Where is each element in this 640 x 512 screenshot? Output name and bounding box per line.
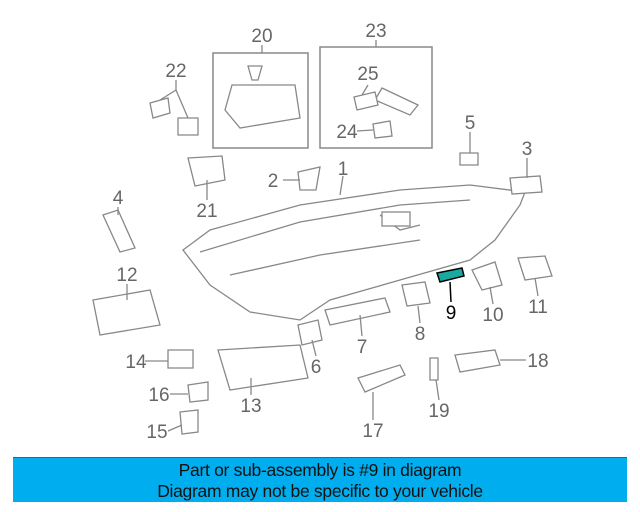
part-20-clip[interactable]	[247, 65, 263, 81]
part-21[interactable]	[187, 155, 226, 187]
callout-15: 15	[146, 422, 167, 443]
part-23[interactable]	[374, 87, 420, 116]
part-10[interactable]	[471, 261, 503, 291]
callout-23: 23	[365, 21, 386, 42]
callout-20: 20	[251, 26, 272, 47]
part-14[interactable]	[167, 349, 194, 369]
part-4[interactable]	[102, 209, 136, 253]
part-3[interactable]	[509, 175, 543, 195]
part-7[interactable]	[324, 297, 391, 326]
callout-14: 14	[125, 352, 147, 373]
banner-line-disclaimer: Diagram may not be specific to your vehi…	[157, 481, 483, 501]
headliner-part-1[interactable]	[182, 184, 526, 321]
callout-2: 2	[268, 171, 279, 192]
callout-4: 4	[113, 188, 124, 209]
callout-25: 25	[357, 64, 378, 85]
part-20[interactable]	[224, 84, 301, 129]
part-22b[interactable]	[177, 117, 199, 136]
part-16[interactable]	[187, 381, 209, 403]
part-11[interactable]	[517, 255, 553, 281]
part-6[interactable]	[297, 319, 323, 346]
banner-line-part: Part or sub-assembly is #9 in diagram	[178, 460, 462, 480]
part-17[interactable]	[357, 364, 406, 393]
parts-diagram: 1 2 3 4 5 6 7 8 9 10 11 12 13 14 15 16 1…	[92, 21, 553, 443]
callout-8: 8	[415, 324, 426, 345]
part-8[interactable]	[401, 281, 431, 307]
headliner-opening	[381, 211, 411, 227]
callout-5: 5	[465, 113, 476, 134]
part-24[interactable]	[372, 120, 393, 139]
callout-10: 10	[482, 305, 503, 326]
part-15[interactable]	[179, 409, 199, 435]
callout-6: 6	[311, 357, 322, 378]
callout-22: 22	[165, 61, 186, 82]
callout-12: 12	[116, 265, 137, 286]
part-5[interactable]	[459, 152, 479, 166]
callout-19: 19	[428, 401, 449, 422]
part-19[interactable]	[429, 357, 439, 381]
callout-24: 24	[336, 122, 358, 143]
part-13[interactable]	[217, 344, 309, 391]
part-18[interactable]	[454, 349, 501, 373]
callout-13: 13	[240, 396, 261, 417]
info-banner: Part or sub-assembly is #9 in diagram Di…	[13, 457, 627, 502]
callout-18: 18	[527, 351, 548, 372]
part-9-highlighted[interactable]	[436, 267, 465, 283]
callout-11: 11	[528, 297, 548, 318]
part-12[interactable]	[92, 289, 161, 336]
callout-17: 17	[362, 421, 383, 442]
callout-16: 16	[148, 385, 169, 406]
callout-7: 7	[357, 337, 368, 358]
callout-1: 1	[338, 159, 349, 180]
part-25[interactable]	[353, 91, 379, 111]
part-2[interactable]	[297, 166, 321, 191]
callout-21: 21	[196, 201, 217, 222]
callout-3: 3	[522, 139, 533, 160]
part-22a[interactable]	[149, 97, 171, 119]
callout-9: 9	[446, 303, 457, 324]
